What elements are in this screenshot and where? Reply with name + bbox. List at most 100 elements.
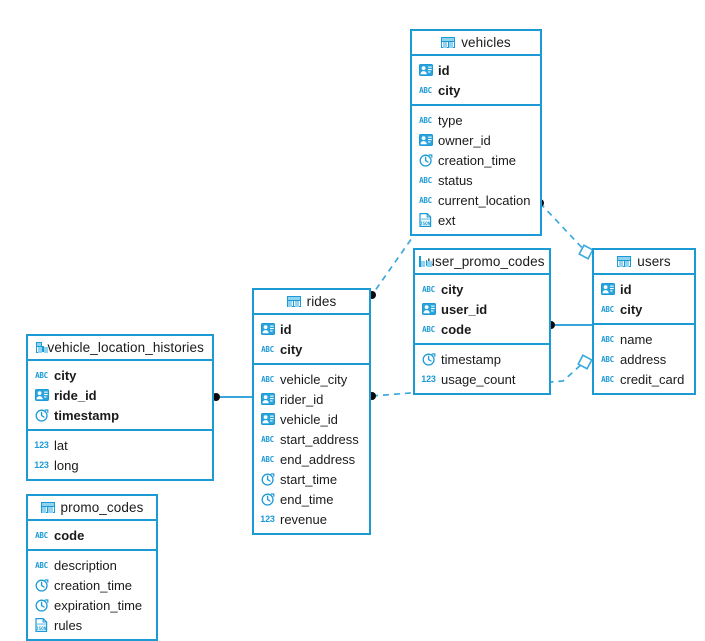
column-row-pk[interactable]: user_id — [415, 299, 549, 319]
column-name: vehicle_city — [280, 371, 348, 387]
abc-text-icon: ABC — [35, 560, 48, 570]
column-name: current_location — [438, 192, 531, 208]
column-name: credit_card — [620, 371, 685, 387]
column-name: type — [438, 112, 463, 128]
column-row-pk[interactable]: ABC city — [254, 339, 369, 359]
abc-text-icon: ABC — [261, 344, 274, 354]
table-header-rides[interactable]: rides — [254, 290, 369, 315]
column-name: lat — [54, 437, 68, 453]
123-number-icon: 123 — [260, 514, 275, 524]
column-name: creation_time — [54, 577, 133, 593]
abc-text-icon: ABC — [422, 284, 435, 294]
column-name: city — [620, 301, 643, 317]
column-row[interactable]: ABC credit_card — [594, 369, 694, 389]
relationship-user_promo_codes-users[interactable] — [547, 321, 592, 329]
abc-text-icon: ABC — [419, 175, 432, 185]
column-name: creation_time — [438, 152, 517, 168]
column-row-pk[interactable]: id — [412, 60, 540, 80]
abc-text-icon: ABC — [601, 304, 614, 314]
column-row[interactable]: JSON ext — [412, 210, 540, 230]
column-name: code — [54, 527, 85, 543]
column-row[interactable]: 123 lat — [28, 435, 212, 455]
table-title: users — [637, 254, 671, 269]
table-header-vehicles[interactable]: vehicles — [412, 31, 540, 56]
column-name: id — [438, 62, 450, 78]
abc-text-icon: ABC — [35, 530, 48, 540]
column-name: city — [280, 341, 303, 357]
column-row-pk[interactable]: timestamp — [28, 405, 212, 425]
column-name: timestamp — [441, 351, 501, 367]
123-number-icon: 123 — [34, 440, 49, 450]
table-title: user_promo_codes — [427, 254, 545, 269]
relationship-vehicle_location_histories-rides[interactable] — [212, 393, 252, 401]
column-row-pk[interactable]: ABC city — [594, 299, 694, 319]
json-document-icon: JSON — [418, 213, 433, 227]
table-header-users[interactable]: users — [594, 250, 694, 275]
column-row[interactable]: creation_time — [412, 150, 540, 170]
column-row[interactable]: timestamp — [415, 349, 549, 369]
column-row[interactable]: vehicle_id — [254, 409, 369, 429]
table-header-vehicle_location_histories[interactable]: vehicle_location_histories — [28, 336, 212, 361]
table-header-promo_codes[interactable]: promo_codes — [28, 496, 156, 521]
column-name: rider_id — [280, 391, 324, 407]
table-header-user_promo_codes[interactable]: user_promo_codes — [415, 250, 549, 275]
id-badge-icon — [600, 282, 615, 296]
abc-text-icon: ABC — [35, 370, 48, 380]
abc-text-icon: ABC — [601, 354, 614, 364]
column-row[interactable]: expiration_time — [28, 595, 156, 615]
relationship-line — [539, 202, 587, 253]
relationship-diamond-marker — [577, 354, 593, 370]
clock-icon — [34, 578, 49, 592]
column-row-pk[interactable]: ABC code — [28, 525, 156, 545]
abc-text-icon: ABC — [422, 324, 435, 334]
column-name: city — [54, 367, 77, 383]
id-badge-icon — [421, 302, 436, 316]
column-row-pk[interactable]: ABC city — [28, 365, 212, 385]
column-row-pk[interactable]: id — [594, 279, 694, 299]
column-name: address — [620, 351, 667, 367]
column-row[interactable]: ABC description — [28, 555, 156, 575]
column-row[interactable]: rider_id — [254, 389, 369, 409]
column-row[interactable]: start_time — [254, 469, 369, 489]
column-row[interactable]: creation_time — [28, 575, 156, 595]
column-name: id — [620, 281, 632, 297]
column-row-pk[interactable]: id — [254, 319, 369, 339]
abc-text-icon: ABC — [601, 374, 614, 384]
column-name: description — [54, 557, 117, 573]
column-row[interactable]: end_time — [254, 489, 369, 509]
id-badge-icon — [260, 322, 275, 336]
column-row[interactable]: ABC address — [594, 349, 694, 369]
table-title: vehicle_location_histories — [47, 340, 204, 355]
column-name: ext — [438, 212, 456, 228]
column-row[interactable]: owner_id — [412, 130, 540, 150]
123-number-icon: 123 — [421, 374, 436, 384]
column-row-pk[interactable]: ride_id — [28, 385, 212, 405]
column-name: owner_id — [438, 132, 491, 148]
